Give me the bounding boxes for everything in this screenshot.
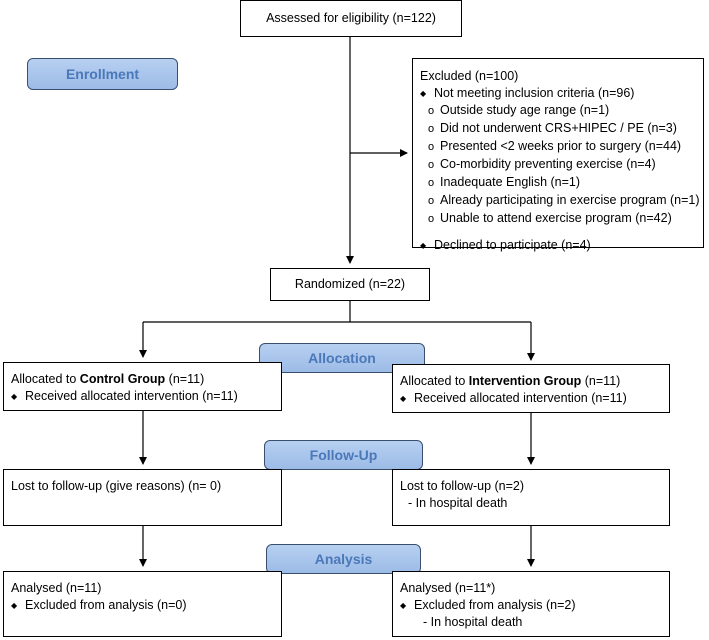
followup-stage: Follow-Up	[264, 440, 423, 470]
control-analysed: Analysed (n=11)	[11, 581, 102, 595]
circle-bullet-icon: o	[428, 159, 435, 171]
excluded-title: Excluded (n=100)	[420, 69, 519, 83]
intervention-excluded: ◆Excluded from analysis (n=2)	[400, 598, 576, 612]
intervention-analysed: Analysed (n=11*)	[400, 581, 496, 595]
intervention-analysis-box: Analysed (n=11*) ◆Excluded from analysis…	[392, 571, 670, 637]
intervention-lost: Lost to follow-up (n=2)	[400, 479, 525, 493]
control-allocation-text: Allocated to Control Group (n=11)	[11, 372, 205, 386]
diamond-bullet-icon: ◆	[420, 241, 427, 250]
circle-bullet-icon: o	[428, 141, 435, 153]
diamond-bullet-icon: ◆	[400, 394, 407, 403]
circle-bullet-icon: o	[428, 105, 435, 117]
declined-item: ◆Declined to participate (n=4)	[420, 238, 591, 252]
control-followup-box: Lost to follow-up (give reasons) (n= 0)	[3, 469, 282, 526]
randomized-label: Randomized (n=22)	[294, 277, 406, 291]
diamond-bullet-icon: ◆	[11, 392, 18, 401]
control-received: ◆Received allocated intervention (n=11)	[11, 389, 238, 403]
control-allocation-box: Allocated to Control Group (n=11) ◆Recei…	[3, 362, 282, 411]
analysis-label: Analysis	[314, 551, 373, 567]
circle-bullet-icon: o	[428, 177, 435, 189]
assessed-label: Assessed for eligibility (n=122)	[266, 11, 436, 25]
control-lost: Lost to follow-up (give reasons) (n= 0)	[11, 479, 222, 493]
intervention-lost-reason: - In hospital death	[408, 496, 508, 510]
intervention-followup-box: Lost to follow-up (n=2) - In hospital de…	[392, 469, 670, 526]
randomized-box: Randomized (n=22)	[270, 268, 430, 301]
intervention-allocation-box: Allocated to Intervention Group (n=11) ◆…	[392, 364, 670, 413]
followup-label: Follow-Up	[309, 447, 378, 463]
analysis-stage: Analysis	[266, 544, 421, 574]
circle-bullet-icon: o	[428, 213, 435, 225]
diamond-bullet-icon: ◆	[400, 601, 407, 610]
control-analysis-box: Analysed (n=11) ◆Excluded from analysis …	[3, 571, 282, 637]
criteria-header: ◆Not meeting inclusion criteria (n=96)	[420, 86, 635, 100]
allocation-label: Allocation	[308, 350, 376, 366]
enrollment-stage: Enrollment	[27, 58, 178, 90]
circle-bullet-icon: o	[428, 123, 435, 135]
control-excluded: ◆Excluded from analysis (n=0)	[11, 598, 187, 612]
diamond-bullet-icon: ◆	[11, 601, 18, 610]
intervention-allocation-text: Allocated to Intervention Group (n=11)	[400, 374, 621, 388]
intervention-excluded-reason: - In hospital death	[423, 615, 523, 629]
excluded-box: Excluded (n=100) ◆Not meeting inclusion …	[412, 58, 704, 252]
intervention-received: ◆Received allocated intervention (n=11)	[400, 391, 627, 405]
enrollment-label: Enrollment	[65, 66, 140, 82]
circle-bullet-icon: o	[428, 195, 435, 207]
assessed-box: Assessed for eligibility (n=122)	[240, 0, 462, 37]
diamond-bullet-icon: ◆	[420, 89, 427, 98]
